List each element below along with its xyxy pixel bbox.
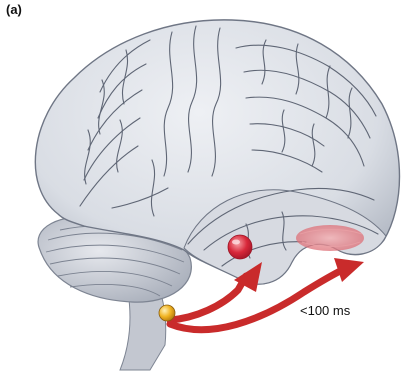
panel-label: (a): [6, 2, 22, 17]
amygdala: [228, 235, 252, 259]
subcortical-nucleus: [159, 305, 175, 321]
orbitofrontal-region: [296, 225, 364, 251]
arrowhead-cortex: [334, 258, 364, 282]
amygdala-highlight: [232, 240, 240, 245]
timing-label: <100 ms: [300, 303, 350, 318]
